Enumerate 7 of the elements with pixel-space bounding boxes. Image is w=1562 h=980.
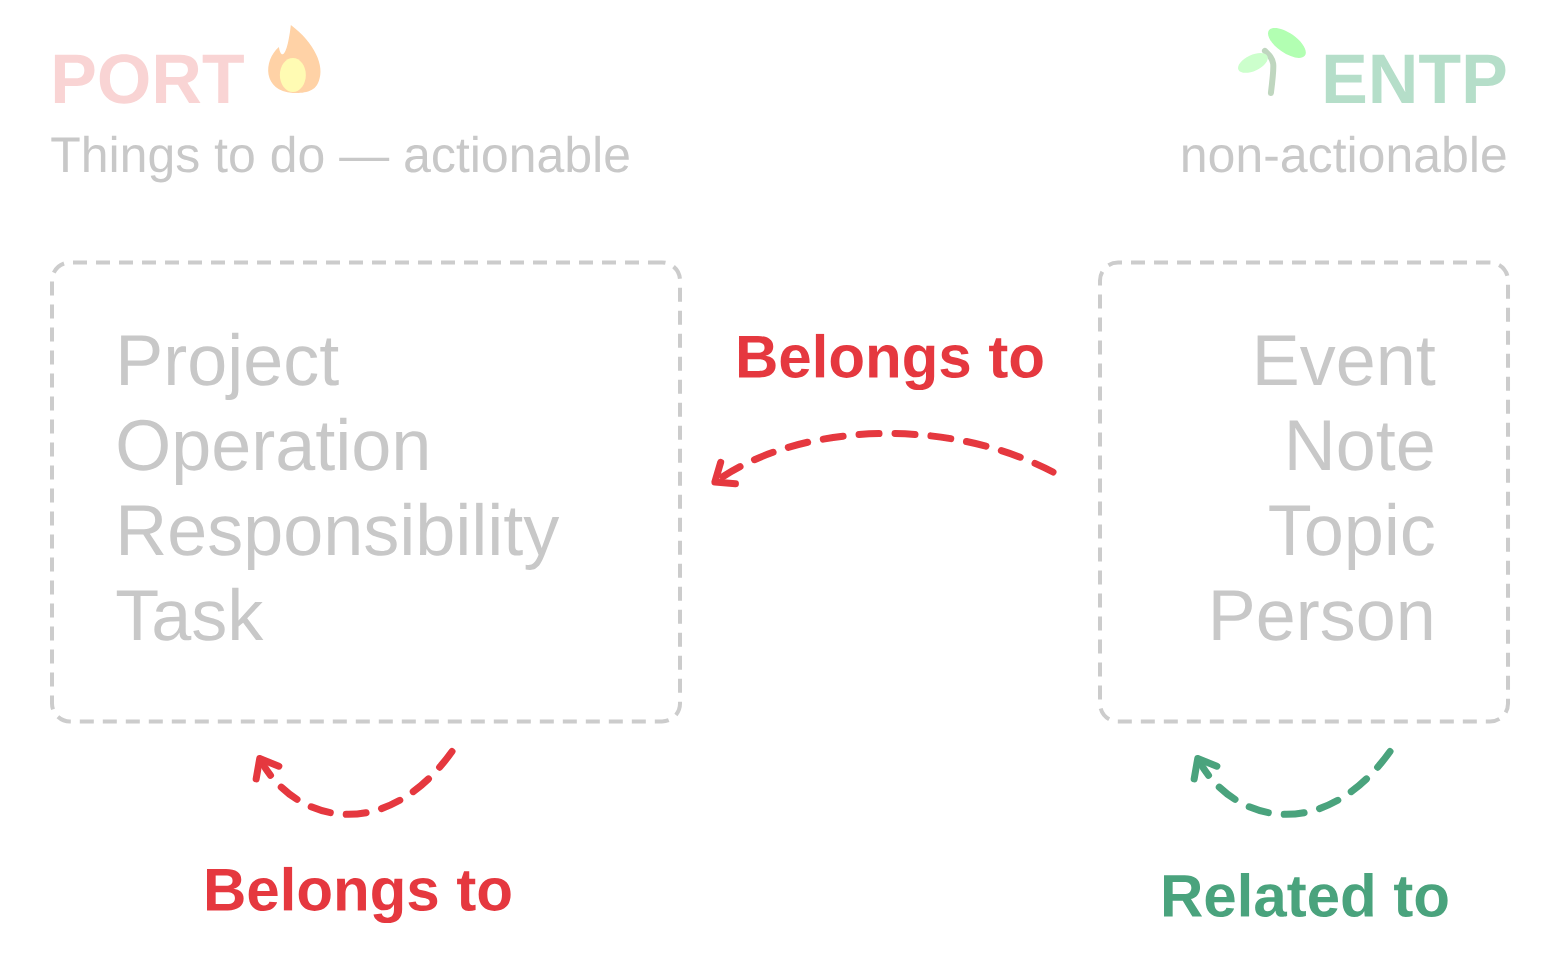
arrow <box>252 748 456 818</box>
heading: ENTP <box>1325 54 1506 103</box>
edge-label: Belongs to <box>739 333 1043 391</box>
arrow <box>1190 748 1394 818</box>
edge-label: Belongs to <box>207 866 511 924</box>
arrow <box>711 430 1057 488</box>
edge-label: Related to <box>1164 873 1448 918</box>
